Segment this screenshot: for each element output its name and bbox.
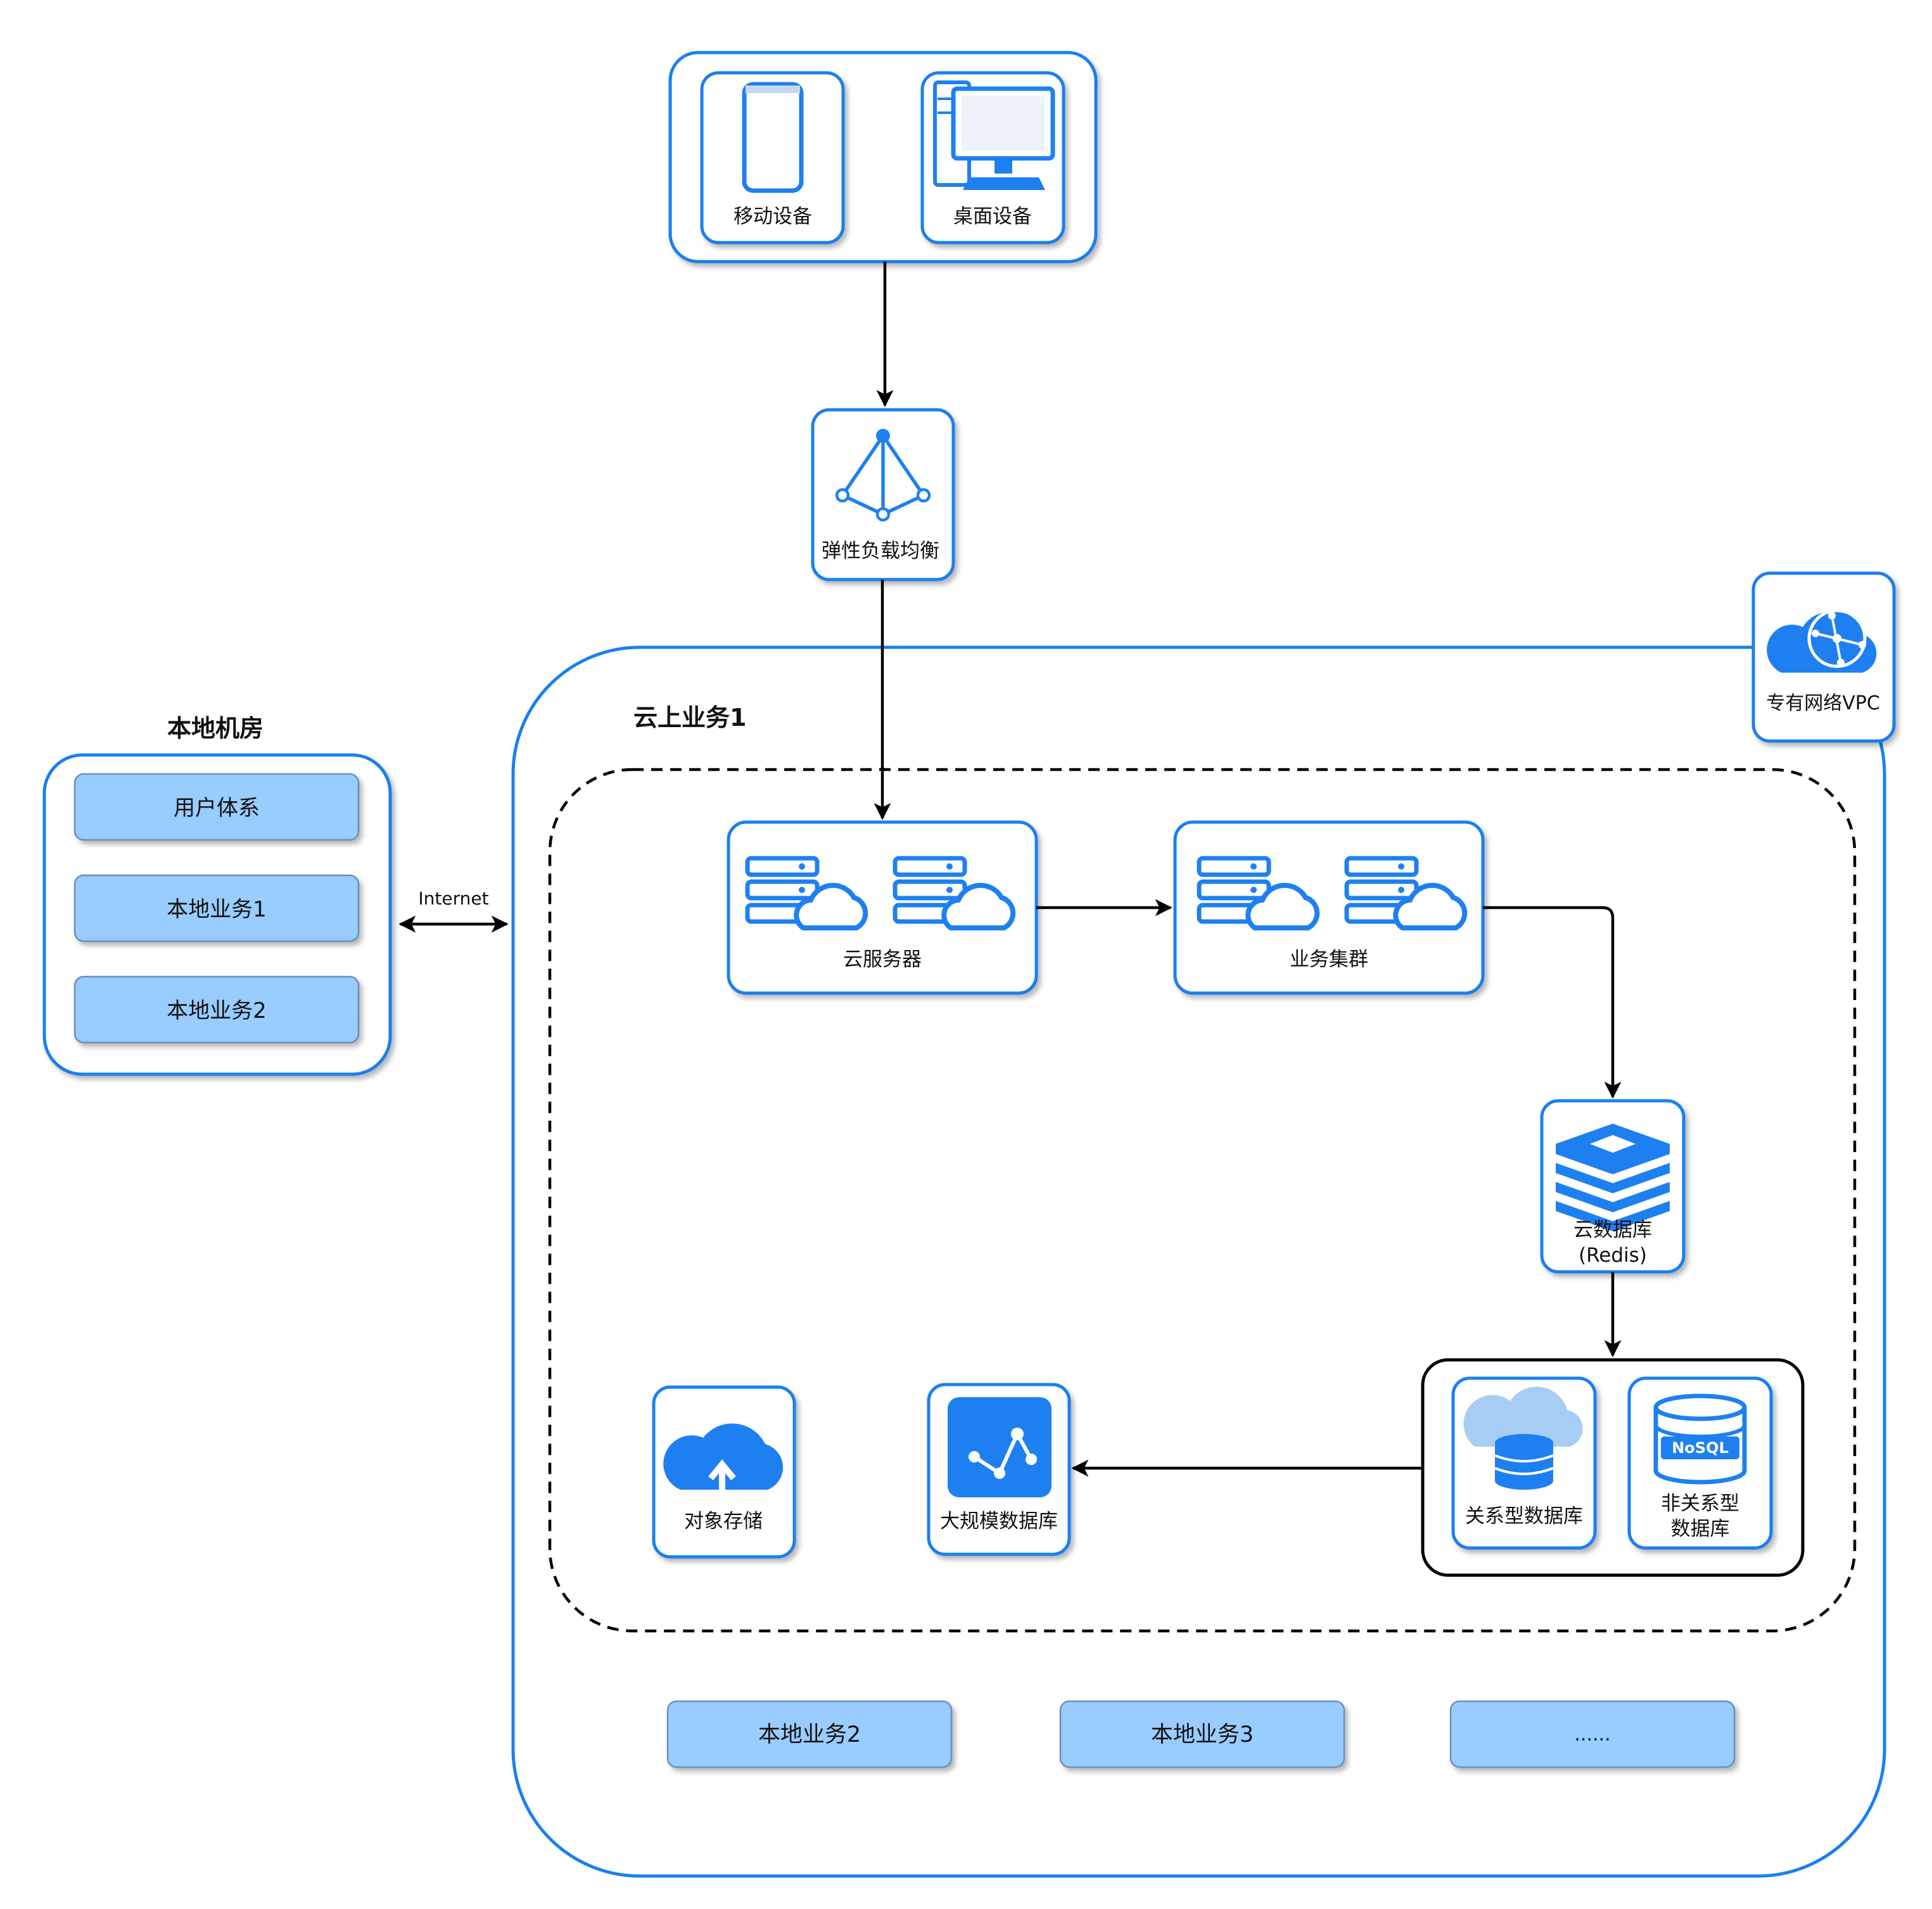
svg-text:本地业务3: 本地业务3	[1151, 1722, 1254, 1747]
relational-db-node[interactable]: 关系型数据库	[1451, 1376, 1597, 1550]
redis-node[interactable]: 云数据库 (Redis)	[1540, 1099, 1686, 1274]
business-cluster-label: 业务集群	[1290, 948, 1368, 971]
local-room-group: 本地机房 用户体系 本地业务1 本地业务2	[42, 714, 392, 1076]
internet-link: Internet	[398, 888, 509, 933]
bigdata-db-label: 大规模数据库	[940, 1510, 1058, 1533]
redis-stack-icon	[1556, 1124, 1670, 1231]
edge-cluster-to-redis	[1483, 906, 1622, 1099]
cloud-upload-icon	[663, 1423, 784, 1501]
desktop-computer-icon	[933, 80, 1055, 190]
nosql-badge-text: NoSQL	[1672, 1439, 1729, 1457]
ecs-node[interactable]: 云服务器	[727, 820, 1038, 995]
load-balancer-icon	[835, 429, 931, 522]
local-item-user-system[interactable]: 用户体系	[73, 773, 360, 841]
mobile-device-label: 移动设备	[734, 205, 812, 228]
local-item-business-1[interactable]: 本地业务1	[73, 874, 360, 942]
vpc-node[interactable]: 专有网络VPC	[1751, 571, 1896, 743]
local-room-title: 本地机房	[167, 714, 264, 742]
devices-group: 移动设备 桌面设备	[668, 51, 1098, 263]
internet-label: Internet	[418, 888, 488, 909]
local-item-business-2[interactable]: 本地业务2	[73, 975, 360, 1044]
relational-db-label: 关系型数据库	[1465, 1505, 1583, 1528]
oss-label: 对象存储	[684, 1510, 763, 1533]
desktop-device-label: 桌面设备	[953, 205, 1032, 228]
mobile-phone-icon	[742, 82, 804, 193]
redis-label-line1: 云数据库	[1573, 1219, 1652, 1241]
svg-text:......: ......	[1574, 1723, 1610, 1746]
cloud-business-dashed-region	[548, 768, 1857, 1633]
desktop-device-node[interactable]: 桌面设备	[920, 71, 1065, 244]
nosql-label-line1: 非关系型	[1661, 1492, 1739, 1515]
svg-text:用户体系: 用户体系	[174, 796, 260, 821]
cloud-item-more[interactable]: ......	[1449, 1700, 1736, 1768]
nosql-db-node[interactable]: NoSQL 非关系型 数据库	[1627, 1376, 1773, 1550]
slb-node[interactable]: 弹性负载均衡	[811, 408, 955, 581]
ecs-label: 云服务器	[843, 948, 922, 971]
relational-database-icon	[1463, 1386, 1583, 1490]
cloud-business-title: 云上业务1	[633, 704, 746, 732]
bigdata-graph-icon	[948, 1397, 1052, 1497]
svg-text:本地业务2: 本地业务2	[758, 1722, 861, 1747]
bigdata-db-node[interactable]: 大规模数据库	[927, 1383, 1071, 1556]
svg-text:本地业务2: 本地业务2	[167, 998, 267, 1024]
svg-text:本地业务1: 本地业务1	[167, 897, 267, 922]
mobile-device-node[interactable]: 移动设备	[700, 71, 845, 244]
cloud-item-business-2[interactable]: 本地业务2	[666, 1700, 953, 1768]
cloud-item-business-3[interactable]: 本地业务3	[1059, 1700, 1345, 1768]
oss-node[interactable]: 对象存储	[652, 1385, 796, 1559]
nosql-label-line2: 数据库	[1671, 1518, 1730, 1540]
business-cluster-node[interactable]: 业务集群	[1173, 820, 1485, 995]
slb-label: 弹性负载均衡	[822, 540, 939, 562]
vpc-label: 专有网络VPC	[1766, 692, 1880, 714]
vpc-cloud-icon	[1767, 609, 1877, 673]
nosql-database-icon: NoSQL	[1653, 1393, 1747, 1485]
redis-label-line2: (Redis)	[1579, 1244, 1647, 1267]
